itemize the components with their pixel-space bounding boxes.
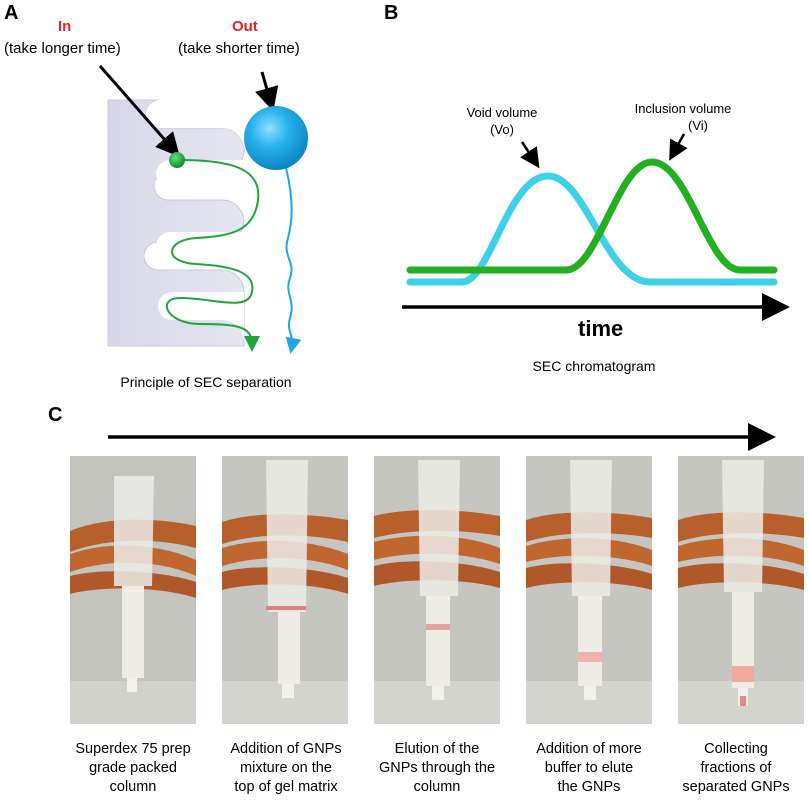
void-arrow <box>520 141 540 169</box>
chromatogram <box>402 133 790 321</box>
photo-step-1 <box>70 456 196 724</box>
photo-step-5 <box>678 456 804 724</box>
void-volume-label-line1: Void volume <box>466 105 538 120</box>
panel-a-caption: Principle of SEC separation <box>120 374 292 390</box>
step-5-caption: Collecting fractions of separated GNPs <box>664 740 808 797</box>
out-sublabel: (take shorter time) <box>178 40 300 57</box>
step-3-caption: Elution of the GNPs through the column <box>360 740 514 797</box>
step-4-caption-line1: Addition of more <box>536 741 642 757</box>
panel-a-letter: A <box>4 2 19 24</box>
step-3-caption-line2: GNPs through the <box>378 760 496 776</box>
step-2-caption-line3: top of gel matrix <box>234 779 338 795</box>
step-5-caption-line2: fractions of <box>700 760 772 776</box>
step-4-caption: Addition of more buffer to elute the GNP… <box>514 740 664 797</box>
photo-step-4 <box>526 456 652 724</box>
inclusion-volume-label-line1: Inclusion volume <box>634 101 732 116</box>
void-volume-peak <box>406 172 778 286</box>
inclusion-volume-label: Inclusion volume (Vi) <box>618 100 748 134</box>
step-2-caption-line1: Addition of GNPs <box>230 741 342 757</box>
step-3-caption-line1: Elution of the <box>394 741 480 757</box>
in-sublabel: (take longer time) <box>4 40 121 57</box>
small-particle-path <box>165 159 260 352</box>
gel-pores <box>146 100 244 342</box>
panel-b-letter: B <box>384 2 399 24</box>
inclusion-volume-peak <box>406 158 778 274</box>
photo-step-3 <box>374 456 500 724</box>
void-volume-label: Void volume (Vo) <box>452 104 552 138</box>
in-arrow <box>98 65 180 158</box>
step-5-caption-line3: separated GNPs <box>682 779 790 795</box>
step-3-caption-line3: column <box>413 779 461 795</box>
out-arrow <box>255 71 279 112</box>
step-1-caption: Superdex 75 prep grade packed column <box>58 740 208 797</box>
step-1-caption-line2: grade packed <box>89 760 177 776</box>
inclusion-arrow <box>669 133 688 161</box>
in-label: In <box>58 18 72 35</box>
out-label: Out <box>232 18 258 35</box>
step-4-caption-line2: buffer to elute <box>544 760 634 776</box>
void-volume-label-line2: (Vo) <box>490 122 514 137</box>
panel-c-letter: C <box>48 404 63 426</box>
large-particle-path <box>285 167 302 354</box>
step-1-caption-line1: Superdex 75 prep <box>75 741 191 757</box>
panel-b-caption: SEC chromatogram <box>532 358 656 374</box>
step-4-caption-line3: the GNPs <box>557 779 621 795</box>
step-1-caption-line3: column <box>109 779 157 795</box>
step-2-caption-line2: mixture on the <box>240 760 332 776</box>
photo-step-2 <box>222 456 348 724</box>
large-particle-icon <box>244 106 308 170</box>
step-2-caption: Addition of GNPs mixture on the top of g… <box>206 740 366 797</box>
time-axis-label: time <box>578 316 624 341</box>
small-particle-icon <box>169 152 185 168</box>
inclusion-volume-label-line2: (Vi) <box>688 118 708 133</box>
step-5-caption-line1: Collecting <box>704 741 768 757</box>
